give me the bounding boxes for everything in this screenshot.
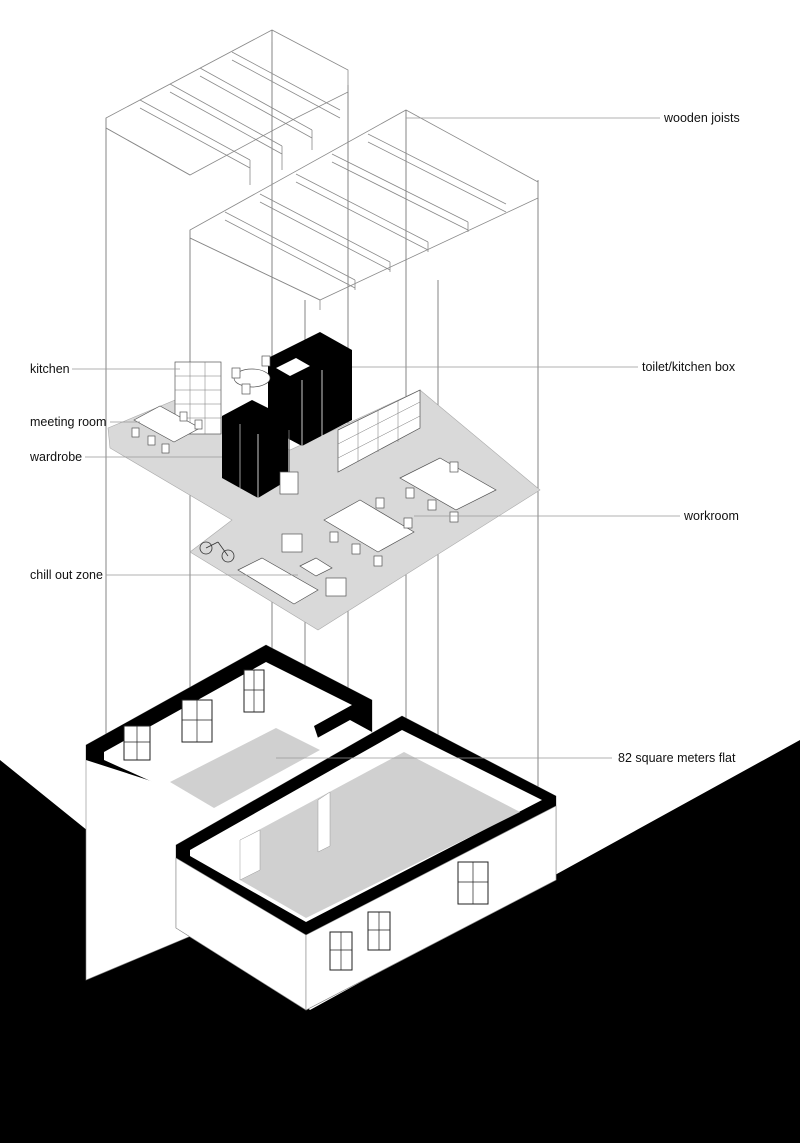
flat-base — [85, 644, 557, 1011]
furnished-floor-plate — [107, 332, 541, 631]
label-meeting-room: meeting room — [30, 415, 106, 429]
workroom-table-1 — [323, 499, 415, 553]
workroom-table-2 — [399, 457, 497, 511]
toilet-kitchen-box — [268, 332, 352, 446]
wardrobe-box — [222, 400, 288, 498]
leader-lines — [72, 117, 680, 759]
label-workroom: workroom — [683, 509, 739, 523]
label-chill-out-zone: chill out zone — [30, 568, 103, 582]
label-toilet-kitchen-box: toilet/kitchen box — [642, 360, 736, 374]
label-wooden-joists: wooden joists — [663, 111, 740, 125]
label-kitchen: kitchen — [30, 362, 70, 376]
label-wardrobe: wardrobe — [29, 450, 82, 464]
bicycle — [199, 541, 235, 563]
sofa — [237, 557, 319, 605]
wooden-joists-upper — [105, 29, 349, 185]
armchair — [281, 533, 303, 553]
ground-plane — [0, 740, 800, 1143]
label-flat: 82 square meters flat — [618, 751, 736, 765]
wooden-joists-lower — [189, 109, 539, 310]
